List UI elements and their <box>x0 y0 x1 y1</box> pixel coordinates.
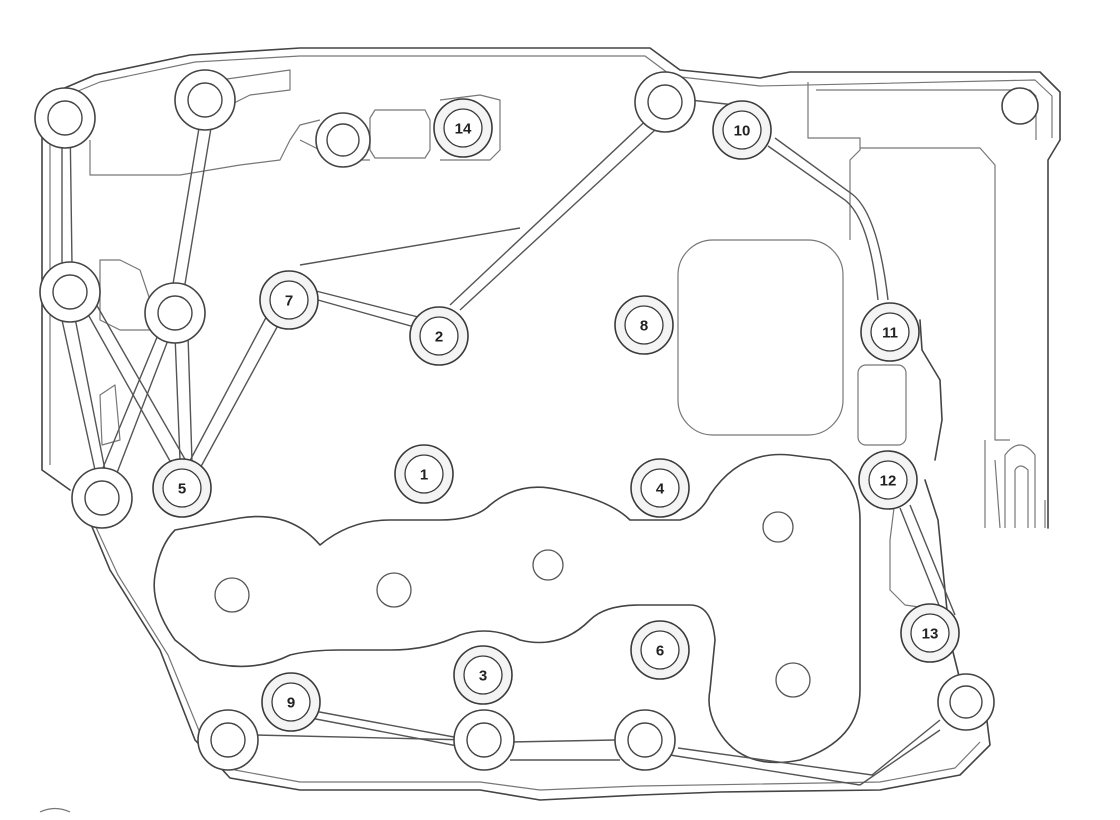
bolt-label: 6 <box>656 643 664 660</box>
bolt-13: 13 <box>900 603 960 663</box>
mounting-boss <box>1001 87 1039 125</box>
bolt-label: 9 <box>287 695 295 712</box>
mounting-boss <box>937 673 995 731</box>
bolt-label: 7 <box>285 293 293 310</box>
mounting-boss <box>144 282 206 344</box>
pocket-cutout <box>677 239 844 436</box>
bolt-label: 2 <box>435 329 443 346</box>
mounting-boss <box>174 69 236 131</box>
small-pocket-cutout <box>857 364 907 446</box>
bolt-label: 3 <box>479 668 487 685</box>
mounting-boss <box>614 709 676 771</box>
corner-mark <box>39 807 71 813</box>
bolt-4: 4 <box>630 458 690 518</box>
mounting-boss <box>453 709 515 771</box>
bolt-label: 11 <box>882 325 898 342</box>
bolt-12: 12 <box>858 450 918 510</box>
numbered-bolts: 1 2 3 4 5 6 7 8 <box>152 98 960 732</box>
bolt-3: 3 <box>453 645 513 705</box>
mounting-boss <box>634 71 696 133</box>
mounting-boss <box>71 467 133 529</box>
hole <box>214 577 250 613</box>
bolt-2: 2 <box>409 306 469 366</box>
bolt-1: 1 <box>394 444 454 504</box>
mounting-boss <box>315 112 371 168</box>
hole <box>762 511 794 543</box>
bolt-label: 12 <box>880 473 897 490</box>
bolt-8: 8 <box>614 295 674 355</box>
bolt-5: 5 <box>152 458 212 518</box>
hole <box>532 549 564 581</box>
bolt-label: 13 <box>922 626 939 643</box>
mounting-boss <box>39 261 101 323</box>
bolt-label: 14 <box>455 121 472 138</box>
bolt-6: 6 <box>630 620 690 680</box>
bolt-label: 8 <box>640 318 648 335</box>
mounting-bosses <box>34 69 1039 771</box>
bolt-label: 4 <box>656 481 665 498</box>
bolt-9: 9 <box>261 672 321 732</box>
bolt-label: 10 <box>734 123 751 140</box>
housing-outline <box>41 47 1061 801</box>
hole <box>775 662 811 698</box>
bolt-label: 1 <box>420 467 428 484</box>
central-passage <box>153 453 861 764</box>
mounting-boss <box>34 87 96 149</box>
bolt-10: 10 <box>712 100 772 160</box>
bolt-7: 7 <box>259 270 319 330</box>
bolt-11: 11 <box>860 302 920 362</box>
passage-holes <box>214 511 811 698</box>
bolt-14: 14 <box>433 98 493 158</box>
mounting-boss <box>197 709 259 771</box>
hole <box>376 572 412 608</box>
bolt-label: 5 <box>178 481 186 498</box>
